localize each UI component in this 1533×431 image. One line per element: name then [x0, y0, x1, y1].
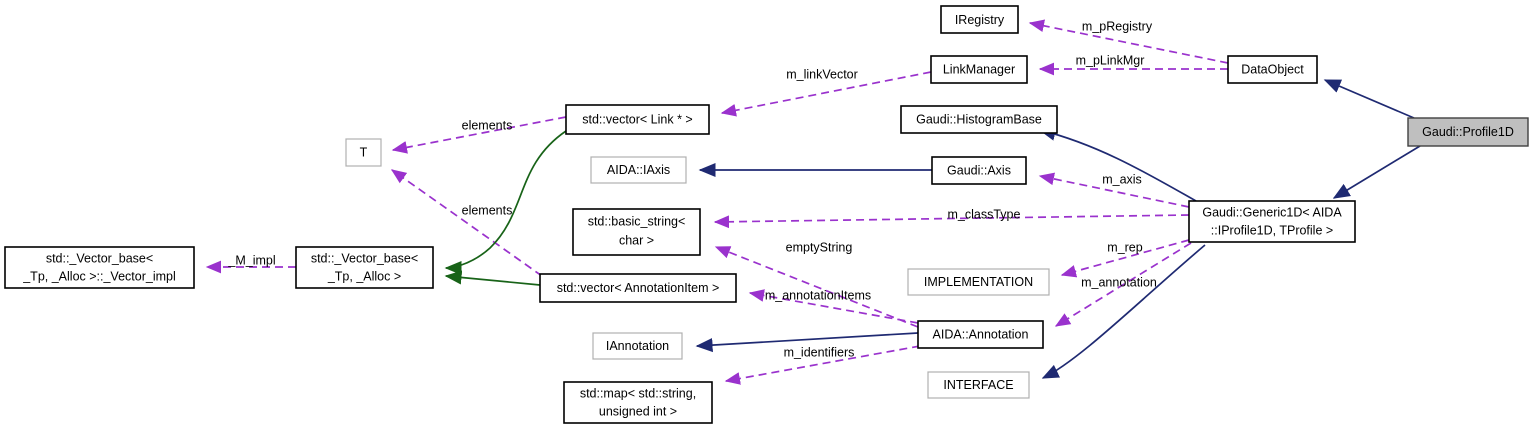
edge-annotation-to-interface	[1041, 244, 1206, 379]
edge-layer	[205, 19, 1421, 385]
node-aida-annotation-box[interactable]	[917, 320, 1044, 349]
node-std-basic-string[interactable]: std::basic_string< char >	[572, 208, 701, 256]
node-gaudi-histogrambase-box[interactable]	[900, 105, 1058, 134]
node-interface-box[interactable]	[927, 371, 1030, 399]
edge-profile1d-to-generic1d	[1332, 145, 1421, 199]
node-std-map-label-line1: std::map< std::string,	[580, 386, 696, 400]
edge-label-m-rep: m_rep	[1107, 240, 1142, 254]
node-gaudi-axis-label: Gaudi::Axis	[947, 163, 1011, 177]
node-gaudi-profile1d-box[interactable]	[1407, 117, 1529, 147]
node-std-vector-base-vector-impl-box[interactable]	[4, 246, 195, 289]
edge-label-empty-string: emptyString	[786, 240, 853, 254]
node-dataobject[interactable]: DataObject	[1227, 55, 1318, 84]
node-iannotation[interactable]: IAnnotation	[592, 332, 683, 360]
node-gaudi-profile1d[interactable]: Gaudi::Profile1D	[1407, 117, 1529, 147]
node-implementation-box[interactable]	[907, 268, 1050, 296]
node-std-vector-link-box[interactable]	[565, 104, 710, 135]
node-interface[interactable]: INTERFACE	[927, 371, 1030, 399]
node-gaudi-generic1d-box[interactable]	[1188, 200, 1356, 243]
edge-label-m-axis: m_axis	[1102, 172, 1142, 186]
node-aida-annotation[interactable]: AIDA::Annotation	[917, 320, 1044, 349]
edge-label-m-annotation: m_annotation	[1081, 275, 1157, 289]
node-aida-iaxis[interactable]: AIDA::IAxis	[590, 156, 687, 184]
edge-annotation-to-vectorannitem	[748, 289, 919, 324]
node-std-vector-annotationitem[interactable]: std::vector< AnnotationItem >	[539, 273, 737, 303]
node-iannotation-label: IAnnotation	[606, 339, 669, 353]
edge-generic1d-to-basicstring	[713, 214, 1190, 229]
node-std-map-box[interactable]	[563, 381, 713, 424]
node-linkmanager[interactable]: LinkManager	[930, 55, 1028, 84]
node-std-map-label-line2: unsigned int >	[599, 404, 677, 418]
node-std-vector-base-label-line2: _Tp, _Alloc >	[327, 269, 401, 283]
node-std-basic-string-box[interactable]	[572, 208, 701, 256]
edge-profile1d-to-dataobject	[1323, 79, 1415, 119]
edge-annotation-to-basicstring	[714, 246, 919, 328]
node-gaudi-histogrambase-label: Gaudi::HistogramBase	[916, 112, 1042, 126]
node-std-vector-link-label: std::vector< Link * >	[582, 112, 692, 126]
node-std-vector-link[interactable]: std::vector< Link * >	[565, 104, 710, 135]
node-linkmanager-label: LinkManager	[943, 62, 1015, 76]
node-std-vector-annotationitem-label: std::vector< AnnotationItem >	[557, 281, 720, 295]
edge-dataobject-to-iregistry	[1028, 19, 1229, 64]
node-linkmanager-box[interactable]	[930, 55, 1028, 84]
node-iregistry-label: IRegistry	[955, 13, 1005, 27]
node-aida-iaxis-box[interactable]	[590, 156, 687, 184]
edge-label-m-link-vector: m_linkVector	[786, 67, 858, 81]
node-gaudi-histogrambase[interactable]: Gaudi::HistogramBase	[900, 105, 1058, 134]
edge-generic1d-to-implementation	[1060, 239, 1190, 278]
node-interface-label: INTERFACE	[943, 378, 1013, 392]
edge-generic1d-to-histogrambase	[1038, 126, 1197, 202]
node-t-template-param-box[interactable]	[345, 138, 382, 167]
edge-label-layer: m_pRegistry m_pLinkMgr m_linkVector elem…	[227, 19, 1157, 359]
edge-vectorlink-to-vectorbase	[444, 130, 567, 276]
node-t-template-param-label: T	[360, 145, 368, 159]
node-aida-iaxis-label: AIDA::IAxis	[607, 163, 670, 177]
node-std-basic-string-label-line2: char >	[619, 233, 654, 247]
node-aida-annotation-label: AIDA::Annotation	[933, 327, 1029, 341]
edge-vectorannitem-to-t	[390, 169, 543, 277]
edge-label-m-annotation-items: m_annotationItems	[765, 288, 871, 302]
node-std-vector-base-box[interactable]	[295, 246, 434, 289]
node-gaudi-axis[interactable]: Gaudi::Axis	[931, 156, 1027, 185]
edge-linkmanager-to-vectorlink	[720, 71, 932, 117]
node-std-vector-annotationitem-box[interactable]	[539, 273, 737, 303]
node-std-vector-base-vector-impl-label-line1: std::_Vector_base<	[46, 251, 153, 265]
edge-generic1d-to-annotation	[1054, 242, 1192, 327]
node-iregistry[interactable]: IRegistry	[940, 5, 1019, 34]
edge-label-m-identifiers: m_identifiers	[784, 345, 855, 359]
node-gaudi-axis-box[interactable]	[931, 156, 1027, 185]
node-dataobject-label: DataObject	[1241, 62, 1304, 76]
node-iregistry-box[interactable]	[940, 5, 1019, 34]
edge-label-m-impl: _M_impl	[227, 253, 275, 267]
edge-label-m-p-registry: m_pRegistry	[1082, 19, 1153, 33]
node-gaudi-profile1d-label: Gaudi::Profile1D	[1422, 125, 1514, 139]
node-std-vector-base-vector-impl-label-line2: _Tp, _Alloc >::_Vector_impl	[22, 269, 176, 283]
node-implementation[interactable]: IMPLEMENTATION	[907, 268, 1050, 296]
edge-label-elements-bottom: elements	[462, 203, 513, 217]
node-std-map[interactable]: std::map< std::string, unsigned int >	[563, 381, 713, 424]
node-implementation-label: IMPLEMENTATION	[924, 275, 1033, 289]
node-gaudi-generic1d-label-line1: Gaudi::Generic1D< AIDA	[1202, 205, 1342, 219]
edge-vectorlink-to-t	[391, 116, 567, 154]
edge-vectorannitem-to-vectorbase	[444, 270, 541, 286]
node-gaudi-generic1d[interactable]: Gaudi::Generic1D< AIDA ::IProfile1D, TPr…	[1188, 200, 1356, 243]
edge-annotation-to-stdmap	[724, 345, 921, 385]
node-std-vector-base-vector-impl[interactable]: std::_Vector_base< _Tp, _Alloc >::_Vecto…	[4, 246, 195, 289]
node-t-template-param[interactable]: T	[345, 138, 382, 167]
node-gaudi-generic1d-label-line2: ::IProfile1D, TProfile >	[1211, 223, 1333, 237]
edge-label-elements-top: elements	[462, 118, 513, 132]
node-iannotation-box[interactable]	[592, 332, 683, 360]
edge-annotation-to-iannotation	[695, 332, 919, 353]
edge-label-m-class-type: m_classType	[948, 207, 1021, 221]
node-std-vector-base[interactable]: std::_Vector_base< _Tp, _Alloc >	[295, 246, 434, 289]
edge-label-m-p-link-mgr: m_pLinkMgr	[1076, 53, 1145, 67]
node-layer: IRegistry LinkManager DataObject Gaudi::…	[4, 5, 1529, 424]
node-dataobject-box[interactable]	[1227, 55, 1318, 84]
node-std-basic-string-label-line1: std::basic_string<	[588, 214, 686, 228]
node-std-vector-base-label-line1: std::_Vector_base<	[311, 251, 418, 265]
